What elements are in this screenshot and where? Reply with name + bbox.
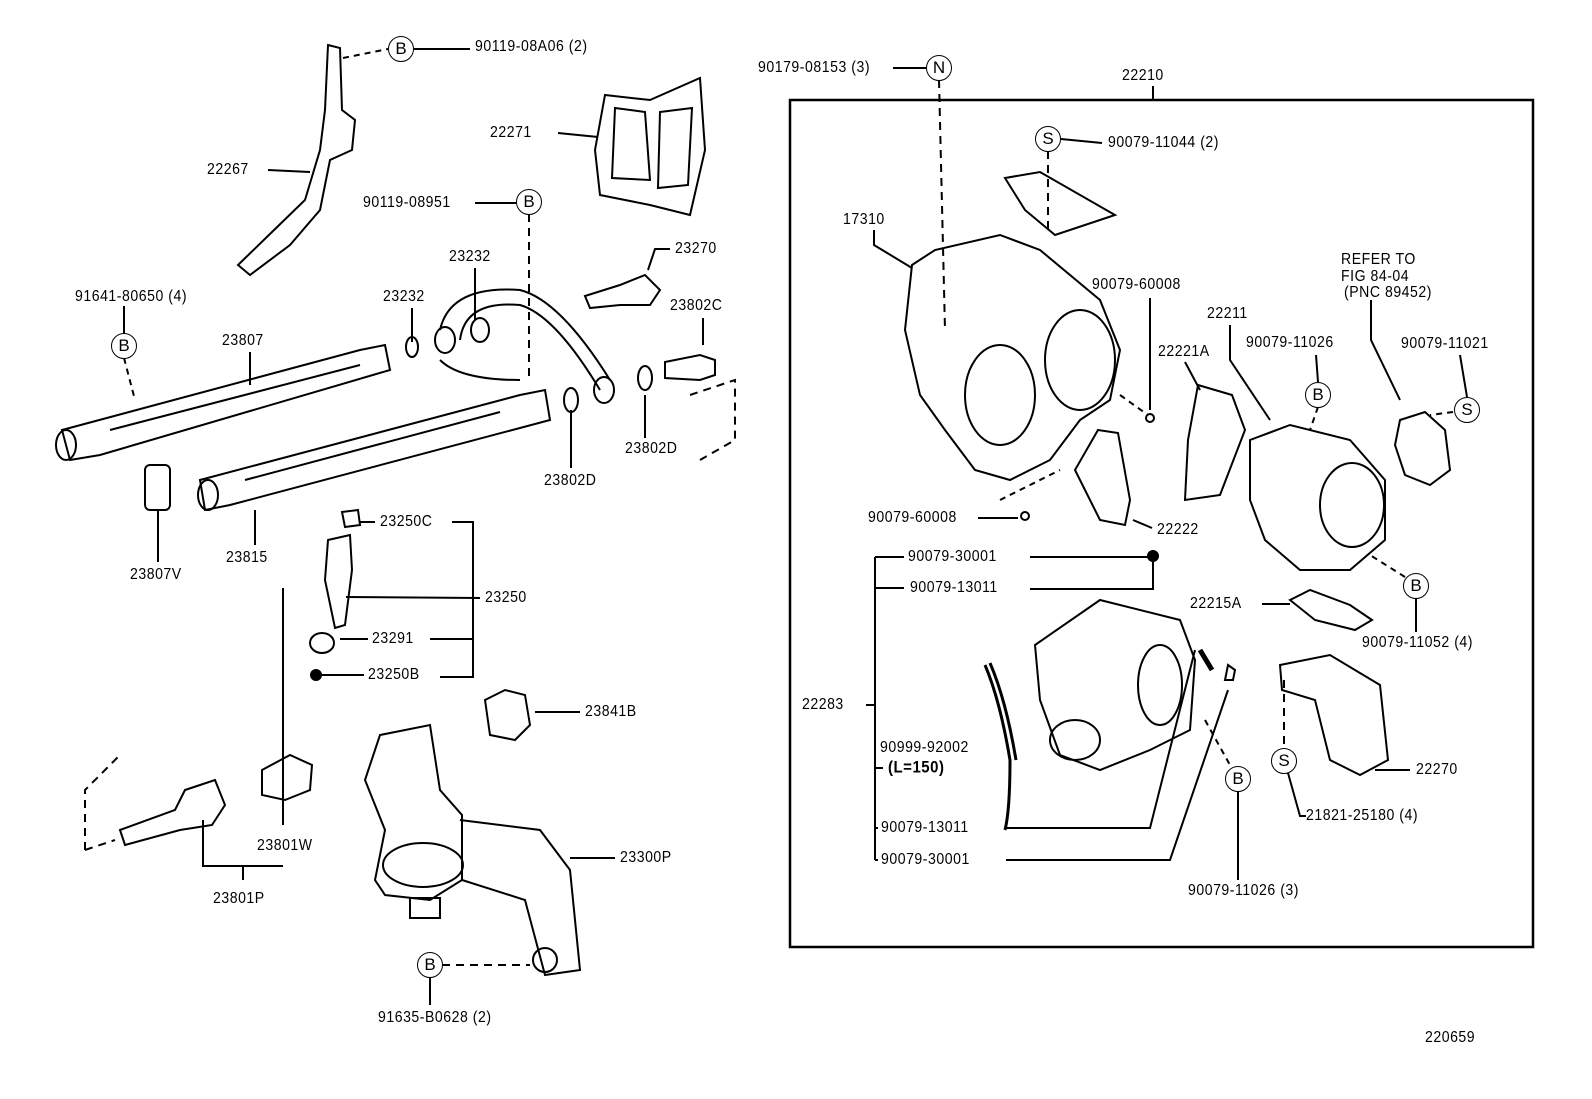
part-label: 23801W: [257, 837, 313, 854]
part-label: 23300P: [620, 849, 672, 866]
fuel-pipe-23232: [439, 288, 611, 391]
part-label: 22271: [490, 124, 532, 141]
callout-s: S: [1454, 397, 1480, 423]
gasket-22221A: [1183, 383, 1247, 502]
part-label: 90079-13011: [910, 579, 998, 596]
part-label: 22210: [1122, 67, 1164, 84]
o-ring-23250B: [310, 669, 322, 681]
refer-note: REFER TO: [1341, 251, 1416, 268]
fuel-rail-23807: [60, 343, 392, 462]
part-label: 90079-60008: [1092, 276, 1181, 293]
hose-length: (L=150): [888, 757, 945, 777]
nut-90079-30001: [1147, 550, 1159, 562]
part-label: 22283: [802, 696, 844, 713]
gasket-22271: [593, 76, 707, 217]
figure-reference-number: 220659: [1425, 1029, 1476, 1046]
pressure-regulator-23300P: [363, 723, 582, 977]
stud-90079-13011: [1197, 648, 1215, 672]
throttle-body-17310: [903, 233, 1122, 482]
part-label: 23802C: [670, 297, 723, 314]
callout-b: B: [1403, 573, 1429, 599]
connector-23801P: [118, 778, 227, 847]
part-label: 90079-60008: [868, 509, 957, 526]
cushion-23250C: [340, 508, 362, 529]
part-label: 90079-30001: [908, 548, 997, 565]
washer-23232: [405, 336, 419, 358]
hose-90999-92002: [983, 662, 1018, 831]
part-label: 23250B: [368, 666, 420, 683]
part-label: 23270: [675, 240, 717, 257]
part-label: 23232: [383, 288, 425, 305]
part-label: 23291: [372, 630, 414, 647]
callout-b: B: [516, 189, 542, 215]
part-label: 22215A: [1190, 595, 1242, 612]
part-label: 23232: [449, 248, 491, 265]
part-label: 90999-92002: [880, 739, 969, 756]
part-label: 90079-11021: [1401, 335, 1489, 352]
refer-note: (PNC 89452): [1344, 284, 1432, 301]
gasket-22222: [1073, 428, 1132, 527]
part-label: 90079-11052 (4): [1362, 634, 1473, 651]
connector-23801W: [261, 753, 314, 802]
part-label: 91641-80650 (4): [75, 288, 188, 305]
part-label: 23807: [222, 332, 264, 349]
part-label: 90079-11026 (3): [1188, 882, 1299, 899]
refer-note: FIG 84-04: [1341, 268, 1410, 285]
insulator-23291: [309, 632, 335, 654]
part-label: 22211: [1207, 305, 1248, 322]
part-label: 23841B: [585, 703, 637, 720]
sensor-89452: [1393, 410, 1452, 487]
part-label: 23802D: [625, 440, 678, 457]
part-label: 90079-13011: [881, 819, 969, 836]
part-label: 22221A: [1158, 343, 1210, 360]
pressure-sensor-23270: [583, 273, 662, 310]
callout-s: S: [1271, 748, 1297, 774]
part-label: 90179-08153 (3): [758, 59, 871, 76]
callout-b: B: [1225, 766, 1251, 792]
part-label: 90119-08A06 (2): [475, 38, 588, 55]
idle-valve-22270: [1278, 653, 1390, 777]
plate-90079-11044: [1003, 170, 1118, 237]
part-label: 22267: [207, 161, 249, 178]
bracket-22267: [236, 43, 357, 277]
union-bolt-23802C: [664, 353, 716, 382]
throttle-body-22283: [1033, 598, 1197, 772]
fuel-rail-23815: [198, 388, 552, 512]
part-label: 90079-11026: [1246, 334, 1334, 351]
union-23232: [470, 317, 490, 343]
callout-n: N: [926, 55, 952, 81]
injector-23250: [323, 533, 354, 630]
part-label: 22270: [1416, 761, 1458, 778]
part-label: 90079-11044 (2): [1108, 134, 1219, 151]
assembly-22210-box: [788, 98, 1535, 949]
callout-b: B: [417, 952, 443, 978]
part-label: 90079-30001: [881, 851, 970, 868]
part-label: 23250C: [380, 513, 433, 530]
gasket-22215A: [1288, 588, 1374, 632]
part-label: 23815: [226, 549, 268, 566]
callout-b: B: [388, 36, 414, 62]
part-label: 90119-08951: [363, 194, 451, 211]
o-ring-90079-60008-a: [1145, 413, 1155, 423]
part-label: 23250: [485, 589, 527, 606]
leader-lines: [123, 48, 1468, 1005]
callout-b: B: [111, 333, 137, 359]
throttle-body-22211: [1249, 423, 1386, 571]
part-label: 17310: [843, 211, 885, 228]
clamp-23841B: [483, 688, 532, 742]
part-label: 23807V: [130, 566, 182, 583]
part-label: 23802D: [544, 472, 597, 489]
part-label: 23801P: [213, 890, 265, 907]
part-label: 22222: [1157, 521, 1199, 538]
callout-b: B: [1305, 382, 1331, 408]
part-label: 91635-B0628 (2): [378, 1009, 492, 1026]
o-ring-90079-60008-b: [1020, 511, 1030, 521]
callout-s: S: [1035, 126, 1061, 152]
damper-23807V: [144, 464, 171, 511]
part-label: 21821-25180 (4): [1306, 807, 1419, 824]
gasket-23802D: [637, 365, 653, 391]
